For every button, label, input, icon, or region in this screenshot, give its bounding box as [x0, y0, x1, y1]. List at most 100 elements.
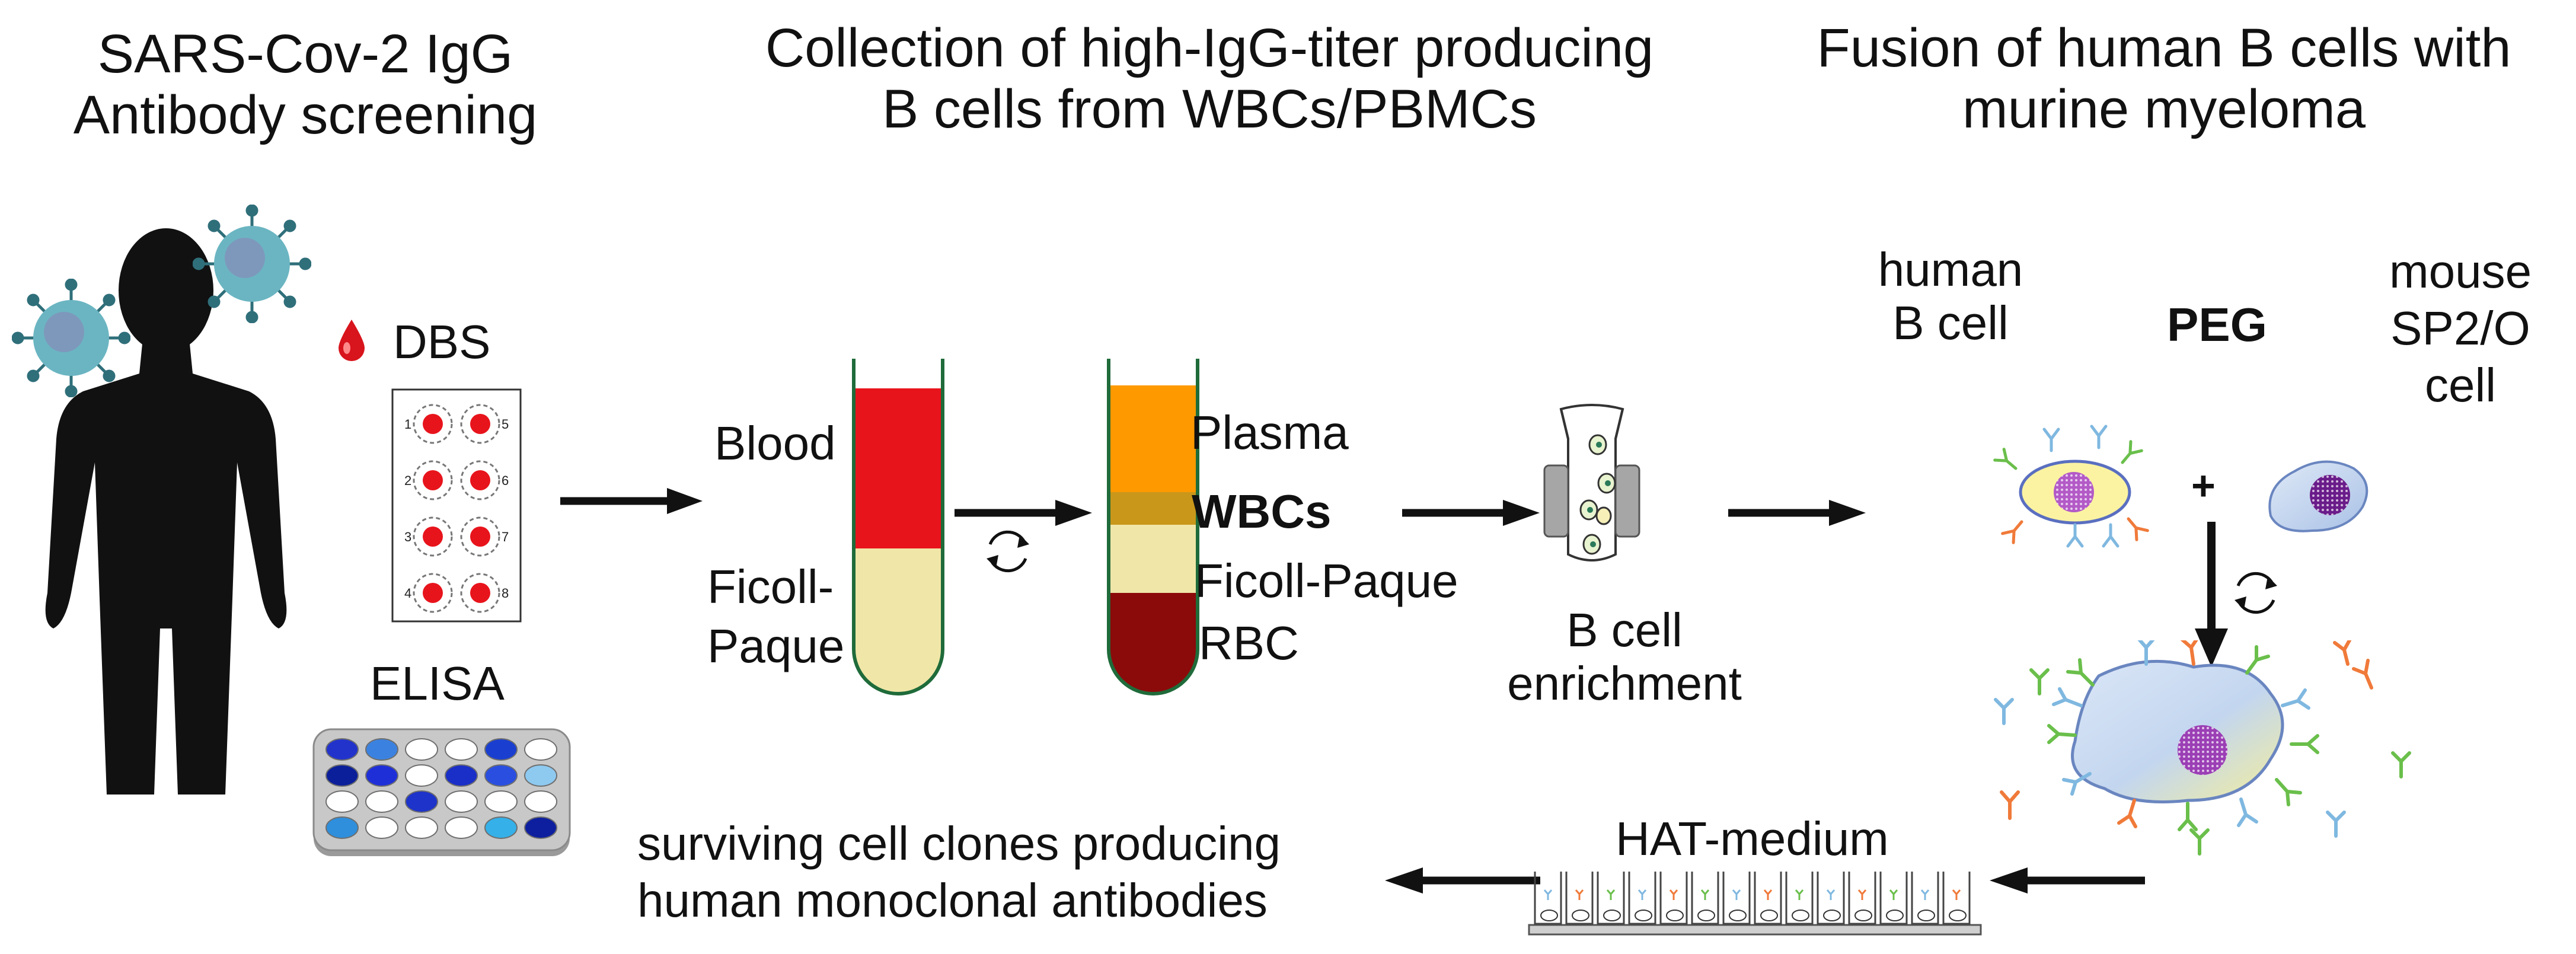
mouse-cell-label: mouse SP2/O cell — [2348, 243, 2573, 414]
arrow-icon — [560, 488, 703, 514]
wbc-label: WBCs — [1192, 485, 1332, 538]
elisa-well — [325, 738, 359, 761]
elisa-well — [325, 764, 359, 787]
hat-antibody — [1575, 889, 1584, 900]
elisa-well — [365, 738, 398, 761]
elisa-well — [524, 738, 557, 761]
elisa-well — [405, 738, 438, 761]
hat-antibody — [1669, 889, 1678, 900]
hat-well — [1691, 872, 1719, 925]
tube1-ficoll-label: Ficoll- Paque — [707, 557, 844, 676]
hat-well — [1722, 872, 1751, 925]
result-line1: surviving cell clones producing — [637, 817, 1281, 870]
human-b-cell-label: human B cell — [1844, 243, 2057, 349]
collection-title-line1: Collection of high-IgG-titer producing — [765, 18, 1654, 78]
arrow-icon — [955, 500, 1092, 526]
hat-cell — [1854, 910, 1872, 921]
hat-cell — [1635, 910, 1652, 921]
mouse-line2: SP2/O — [2390, 302, 2530, 355]
hat-well — [1659, 872, 1688, 925]
fusion-title-line2: murine myeloma — [1962, 79, 2366, 140]
dbs-spot-number: 8 — [502, 586, 509, 601]
collection-title-line2: B cells from WBCs/PBMCs — [882, 79, 1537, 140]
ficoll-paque-label: Ficoll-Paque — [1195, 554, 1458, 607]
elisa-well — [325, 816, 359, 839]
elisa-label: ELISA — [370, 657, 505, 710]
enrichment-label: B cell enrichment — [1482, 604, 1767, 710]
magnetic-column-icon — [1543, 404, 1640, 561]
dbs-spot-number: 7 — [502, 529, 509, 544]
hat-antibody — [1857, 889, 1867, 900]
arrow-left-icon — [1990, 867, 2145, 894]
hat-well — [1534, 872, 1562, 925]
hat-well — [1942, 872, 1971, 925]
dbs-card: 1 2 3 4 5 6 7 8 — [391, 388, 522, 623]
dbs-spot-number: 6 — [502, 473, 509, 488]
peg-label: PEG — [2167, 298, 2267, 351]
hat-well — [1817, 872, 1845, 925]
hat-wells — [1534, 872, 1971, 925]
fusion-title: Fusion of human B cells with murine myel… — [1755, 18, 2573, 140]
elisa-well — [445, 790, 478, 813]
separated-tube — [1107, 359, 1199, 695]
hat-cell — [1949, 910, 1967, 921]
screening-title-line1: SARS-Cov-2 IgG — [97, 24, 513, 84]
virus-icon — [193, 205, 311, 323]
hat-cell — [1792, 910, 1809, 921]
dbs-spot-number: 1 — [404, 417, 411, 432]
hat-well — [1785, 872, 1814, 925]
hat-well — [1597, 872, 1625, 925]
hat-well — [1754, 872, 1782, 925]
rbc-label: RBC — [1199, 617, 1299, 669]
plasma-label: Plasma — [1190, 406, 1349, 459]
blood-tube — [852, 359, 944, 695]
elisa-well — [365, 764, 398, 787]
tube1-ficoll-line2: Paque — [707, 620, 845, 672]
elisa-well — [325, 790, 359, 813]
virus-icon — [12, 279, 130, 397]
elisa-well — [365, 816, 398, 839]
mouse-line1: mouse — [2389, 245, 2532, 298]
hat-cell — [1666, 910, 1684, 921]
elisa-well — [445, 816, 478, 839]
wbc-layer — [1109, 492, 1198, 525]
dbs-spot-number: 4 — [404, 586, 411, 601]
enrichment-line1: B cell — [1566, 604, 1683, 656]
collection-title: Collection of high-IgG-titer producing B… — [652, 18, 1767, 140]
hat-antibody — [1637, 889, 1647, 900]
human-line1: human — [1878, 243, 2023, 296]
hat-well — [1848, 872, 1876, 925]
fusion-title-line1: Fusion of human B cells with — [1817, 18, 2511, 78]
arrow-icon — [1402, 500, 1540, 526]
mouse-myeloma-cell-icon — [2268, 460, 2368, 532]
hat-cell — [1697, 910, 1715, 921]
hat-cell — [1729, 910, 1747, 921]
hat-well — [1911, 872, 1939, 925]
elisa-well — [484, 816, 518, 839]
hat-antibody — [1606, 889, 1616, 900]
hat-well — [1879, 872, 1908, 925]
plus-sign: + — [2191, 462, 2216, 509]
human-b-cell-icon — [1993, 425, 2149, 548]
hat-well — [1565, 872, 1594, 925]
elisa-plate — [312, 728, 571, 856]
dbs-spot-number: 2 — [404, 473, 411, 488]
hat-cell — [1823, 910, 1841, 921]
screening-title: SARS-Cov-2 IgG Antibody screening — [12, 24, 599, 146]
elisa-wells — [325, 738, 557, 839]
dbs-label: DBS — [393, 315, 491, 368]
hat-antibody — [1795, 889, 1804, 900]
elisa-well — [365, 790, 398, 813]
person-graphic — [45, 228, 287, 795]
elisa-well — [405, 790, 438, 813]
plasma-layer — [1109, 385, 1198, 492]
hat-cell — [1760, 910, 1778, 921]
hat-antibody — [1763, 889, 1773, 900]
hat-antibody — [1700, 889, 1710, 900]
elisa-well — [484, 790, 518, 813]
hat-antibody — [1543, 889, 1553, 900]
blood-layer — [854, 388, 943, 548]
hat-cell — [1886, 910, 1904, 921]
elisa-well — [405, 764, 438, 787]
dbs-spot-number: 3 — [404, 529, 411, 544]
